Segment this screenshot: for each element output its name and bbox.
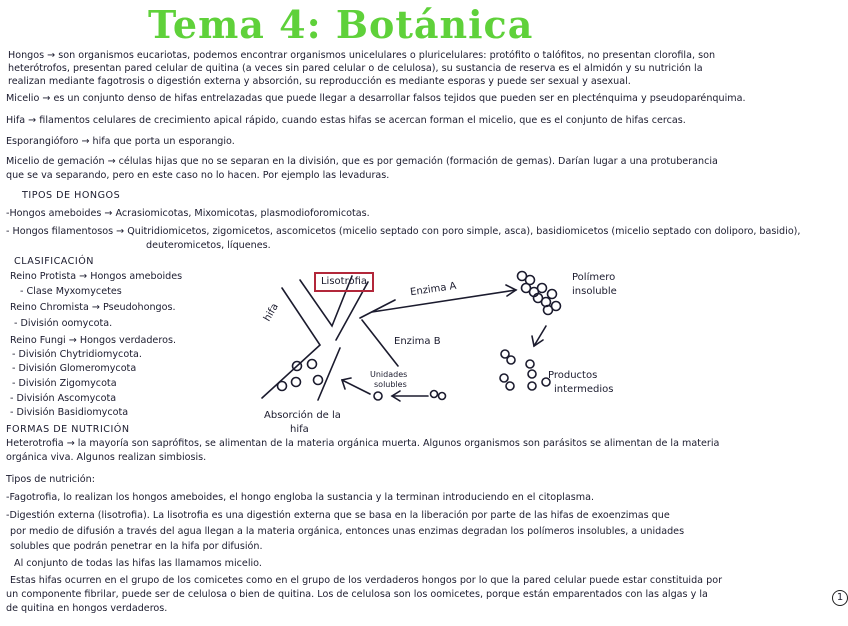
- product-bead: [525, 359, 535, 369]
- clasificacion-line: - Clase Myxomycetes: [20, 286, 122, 297]
- hypha-left-wall: [261, 287, 322, 399]
- enzyme-cross-a: [359, 299, 396, 319]
- arrow-absorcion: [341, 379, 371, 395]
- product-bead: [527, 369, 537, 379]
- nutricion-line: Heterotrofia → la mayoría son saprófitos…: [6, 438, 720, 449]
- clasificacion-line: Reino Fungi → Hongos verdaderos.: [10, 335, 176, 346]
- clasificacion-line: - División Glomeromycota: [12, 363, 137, 374]
- productos-label: Productos: [548, 370, 598, 381]
- page-number: 1: [832, 590, 848, 606]
- absorcion-label: hifa: [290, 424, 309, 435]
- clasificacion-line: - División Ascomycota: [10, 393, 117, 404]
- enzyme-a-arrowhead: [505, 284, 518, 297]
- page-title: Tema 4: Botánica: [148, 2, 534, 47]
- nutricion-line: Tipos de nutrición:: [6, 474, 95, 485]
- vesicle: [306, 358, 318, 370]
- intro-line: Micelio de gemación → células hijas que …: [6, 156, 718, 167]
- soluble-unit: [429, 389, 439, 399]
- product-bead: [499, 373, 509, 383]
- clasificacion-line: Reino Protista → Hongos ameboides: [10, 271, 183, 282]
- polymer-bead: [532, 292, 544, 304]
- nutricion-line: Al conjunto de todas las hifas las llama…: [14, 558, 262, 569]
- vesicle: [291, 360, 303, 372]
- nutricion-line: -Digestión externa (lisotrofia). La liso…: [6, 510, 670, 521]
- polymer-bead: [524, 274, 536, 286]
- vesicle: [290, 376, 302, 388]
- nutricion-line: Estas hifas ocurren en el grupo de los c…: [10, 575, 723, 586]
- enzima-b-label: Enzima B: [394, 336, 441, 347]
- arrow-to-productos: [533, 325, 547, 347]
- vesicle: [276, 380, 288, 392]
- absorcion-label: Absorción de la: [264, 410, 341, 421]
- intro-line: realizan mediante fagotrosis o digestión…: [8, 76, 631, 87]
- clasificacion-line: Reino Chromista → Pseudohongos.: [10, 302, 176, 313]
- section-heading-clasificacion: CLASIFICACIÓN: [14, 256, 94, 267]
- intro-line: que se va separando, pero en este caso n…: [6, 170, 390, 181]
- nutricion-line: por medio de difusión a través del agua …: [10, 526, 685, 537]
- productos-label: intermedios: [554, 384, 614, 395]
- hypha-right-wall: [299, 275, 353, 328]
- tipos-line: deuteromicetos, líquenes.: [146, 240, 271, 251]
- enzyme-a-arrow: [371, 289, 517, 313]
- intro-line: Hongos → son organismos eucariotas, pode…: [8, 50, 716, 61]
- polimero-label: Polímero: [572, 272, 616, 283]
- clasificacion-line: - División oomycota.: [14, 318, 113, 329]
- nutricion-line: solubles que podrán penetrar en la hifa …: [10, 541, 263, 552]
- soluble-unit: [373, 391, 383, 401]
- nutricion-line: un componente fibrilar, puede ser de cel…: [6, 589, 708, 600]
- section-heading-tipos: TIPOS DE HONGOS: [22, 190, 121, 201]
- arrow-absorcion-head: [340, 377, 352, 390]
- clasificacion-line: - División Basidiomycota: [10, 407, 129, 418]
- product-bead: [506, 355, 516, 365]
- polymer-bead: [536, 282, 548, 294]
- product-bead: [527, 381, 537, 391]
- polymer-bead: [550, 300, 562, 312]
- intro-line: Micelio → es un conjunto denso de hifas …: [6, 93, 746, 104]
- nutricion-line: orgánica viva. Algunos realizan simbiosi…: [6, 452, 207, 463]
- product-bead: [500, 349, 510, 359]
- polymer-bead: [546, 288, 558, 300]
- clasificacion-line: - División Zigomycota: [12, 378, 117, 389]
- intro-line: Esporangióforo → hifa que porta un espor…: [6, 136, 235, 147]
- polymer-bead: [520, 282, 532, 294]
- vesicle: [312, 374, 324, 386]
- section-heading-nutricion: FORMAS DE NUTRICIÓN: [6, 424, 130, 435]
- arrow-solubles-head: [390, 390, 401, 402]
- arrow-to-productos-head: [531, 335, 544, 348]
- tipos-line: -Hongos ameboides → Acrasiomicotas, Mixo…: [6, 208, 370, 219]
- intro-line: Hifa → filamentos celulares de crecimien…: [6, 115, 686, 126]
- enzyme-cross-b: [361, 319, 399, 367]
- hypha-center-wall: [317, 347, 341, 401]
- unidades-label: Unidades: [370, 370, 408, 379]
- lisotrofia-label-box: Lisotrofia: [314, 272, 374, 292]
- soluble-unit: [437, 391, 447, 401]
- clasificacion-line: - División Chytridiomycota.: [12, 349, 142, 360]
- nutricion-line: de quitina en hongos verdaderos.: [6, 603, 168, 614]
- intro-line: heterótrofos, presentan pared celular de…: [8, 63, 703, 74]
- product-bead: [505, 381, 515, 391]
- tipos-line: - Hongos filamentosos → Quitridiomicetos…: [6, 226, 801, 237]
- polimero-label: insoluble: [572, 286, 617, 297]
- polymer-bead: [542, 304, 554, 316]
- polymer-bead: [516, 270, 528, 282]
- unidades-label: solubles: [374, 380, 407, 389]
- nutricion-line: -Fagotrofia, lo realizan los hongos ameb…: [6, 492, 595, 503]
- product-bead: [541, 377, 551, 387]
